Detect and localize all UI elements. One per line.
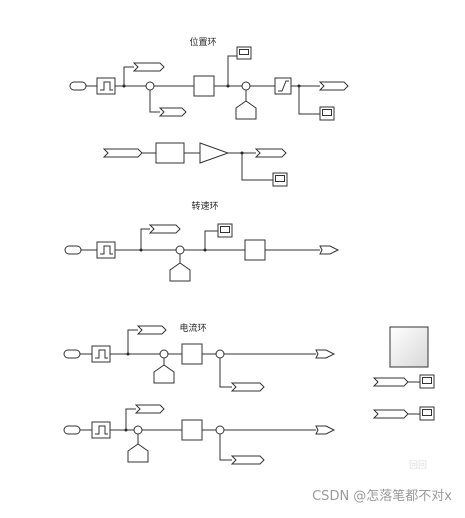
speed-sum-block[interactable]: [175, 245, 185, 255]
speed-outport-block[interactable]: [319, 245, 340, 255]
current-loop-title: 电流环: [179, 322, 206, 334]
current2-sum-block[interactable]: [133, 425, 143, 435]
position-goto-tag-right[interactable]: [318, 81, 349, 91]
current2-controller-block[interactable]: [181, 419, 203, 441]
current-feedback-inport[interactable]: [153, 364, 175, 384]
current2-rate-limiter-block[interactable]: [91, 421, 111, 439]
current-inport-block[interactable]: [63, 349, 81, 359]
speed-scope[interactable]: [217, 223, 233, 238]
current2-feedback-inport[interactable]: [127, 443, 149, 463]
gain-from-tag[interactable]: [102, 148, 143, 158]
current-controller-block[interactable]: [181, 343, 203, 365]
current2-goto-tag-top[interactable]: [134, 404, 165, 414]
position-feedback-inport[interactable]: [235, 100, 257, 120]
current-loop: 电流环: [63, 322, 336, 392]
gain-block[interactable]: [199, 142, 230, 164]
speed-controller-block[interactable]: [244, 239, 266, 261]
current-loop-2: [63, 404, 336, 465]
position-goto-tag-top[interactable]: [132, 62, 165, 72]
position-loop-title: 位置环: [189, 36, 216, 48]
current-sum-block[interactable]: [159, 349, 169, 359]
current2-sum-block-2[interactable]: [215, 425, 225, 435]
gain-goto-tag[interactable]: [254, 148, 287, 158]
current-goto-tag-bottom[interactable]: [230, 382, 265, 392]
position-controller-block[interactable]: [193, 75, 215, 97]
right-blocks: [372, 326, 435, 421]
speed-inport-block[interactable]: [64, 245, 82, 255]
position-saturation-block[interactable]: [274, 77, 292, 95]
speed-goto-tag-top[interactable]: [148, 224, 181, 234]
position-scope-bottom[interactable]: [319, 106, 335, 121]
current-outport-block[interactable]: [315, 349, 336, 359]
gain-scope[interactable]: [272, 172, 288, 187]
right-scope-1[interactable]: [419, 374, 435, 389]
position-rate-limiter-block[interactable]: [96, 77, 116, 95]
subsystem-block[interactable]: [389, 326, 429, 368]
current2-goto-tag-bottom[interactable]: [230, 455, 265, 465]
watermark: 回回 CSDN @怎落笔都不对x: [312, 460, 452, 504]
current-rate-limiter-block[interactable]: [91, 345, 111, 363]
right-from-tag-2[interactable]: [372, 409, 409, 419]
current2-outport-block[interactable]: [315, 425, 336, 435]
right-scope-2[interactable]: [419, 406, 435, 421]
current-sum-block-2[interactable]: [215, 349, 225, 359]
position-loop: 位置环: [69, 36, 349, 121]
position-from-tag-bottom[interactable]: [158, 107, 187, 117]
gain-subsystem-block[interactable]: [155, 142, 185, 164]
gain-path: [102, 142, 288, 187]
speed-loop-title: 转速环: [191, 200, 218, 212]
speed-loop: 转速环: [64, 200, 340, 282]
position-sum-block-2[interactable]: [241, 81, 251, 91]
position-inport-block[interactable]: [69, 81, 87, 91]
position-sum-block[interactable]: [145, 81, 155, 91]
faint-stamp: 回回: [409, 460, 427, 471]
current-goto-tag-top[interactable]: [136, 325, 167, 335]
speed-feedback-inport[interactable]: [169, 262, 191, 282]
current2-inport-block[interactable]: [63, 425, 81, 435]
right-from-tag-1[interactable]: [372, 377, 409, 387]
speed-rate-limiter-block[interactable]: [96, 241, 116, 259]
csdn-watermark: CSDN @怎落笔都不对x: [312, 488, 452, 504]
